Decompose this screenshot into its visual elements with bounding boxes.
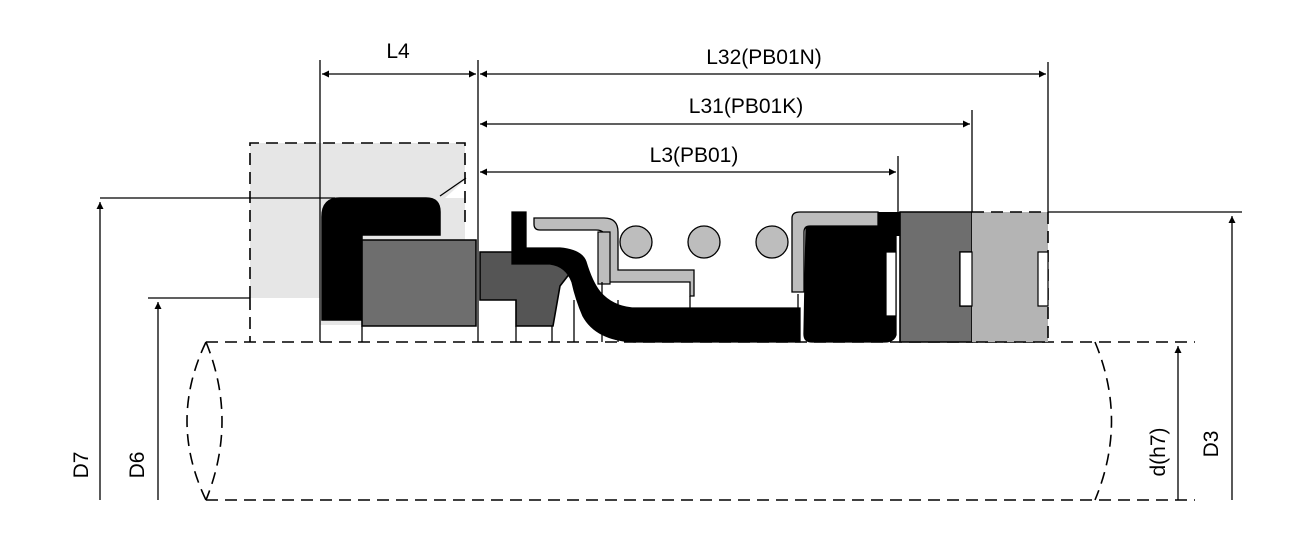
shaft-left-end-outer	[186, 341, 207, 501]
label-d3: D3	[1200, 431, 1223, 458]
spring-coil-1	[619, 225, 653, 259]
label-l31: L31(PB01K)	[689, 95, 803, 118]
dimension-lines	[96, 70, 1236, 500]
seat-housing-chamfer	[439, 177, 467, 197]
spring-retainer-left	[533, 217, 695, 297]
label-l4: L4	[386, 40, 410, 63]
extension-lines	[100, 60, 1242, 342]
label-l3: L3(PB01)	[650, 144, 739, 167]
stationary-seat	[361, 239, 477, 327]
label-d7: D7	[70, 452, 93, 479]
shaft-left-end-inner	[205, 341, 223, 501]
collar-pb01n	[959, 211, 1049, 343]
spring-retainer-right	[791, 211, 879, 293]
dimension-labels: L4 L32(PB01N) L31(PB01K) L3(PB01) D7 D6 …	[70, 40, 1223, 478]
spring-coil-2	[687, 225, 721, 259]
rubber-bellows	[511, 211, 900, 343]
label-d-h7: d(h7)	[1147, 427, 1170, 476]
shaft	[186, 341, 1195, 501]
label-d6: D6	[126, 452, 149, 479]
spring-coil-3	[755, 225, 789, 259]
seat-housing-outline	[249, 142, 466, 298]
seat-rubber-cup	[321, 197, 441, 321]
label-l32: L32(PB01N)	[706, 46, 822, 69]
spring-coils	[619, 225, 789, 259]
shaft-right-end	[1094, 341, 1113, 501]
